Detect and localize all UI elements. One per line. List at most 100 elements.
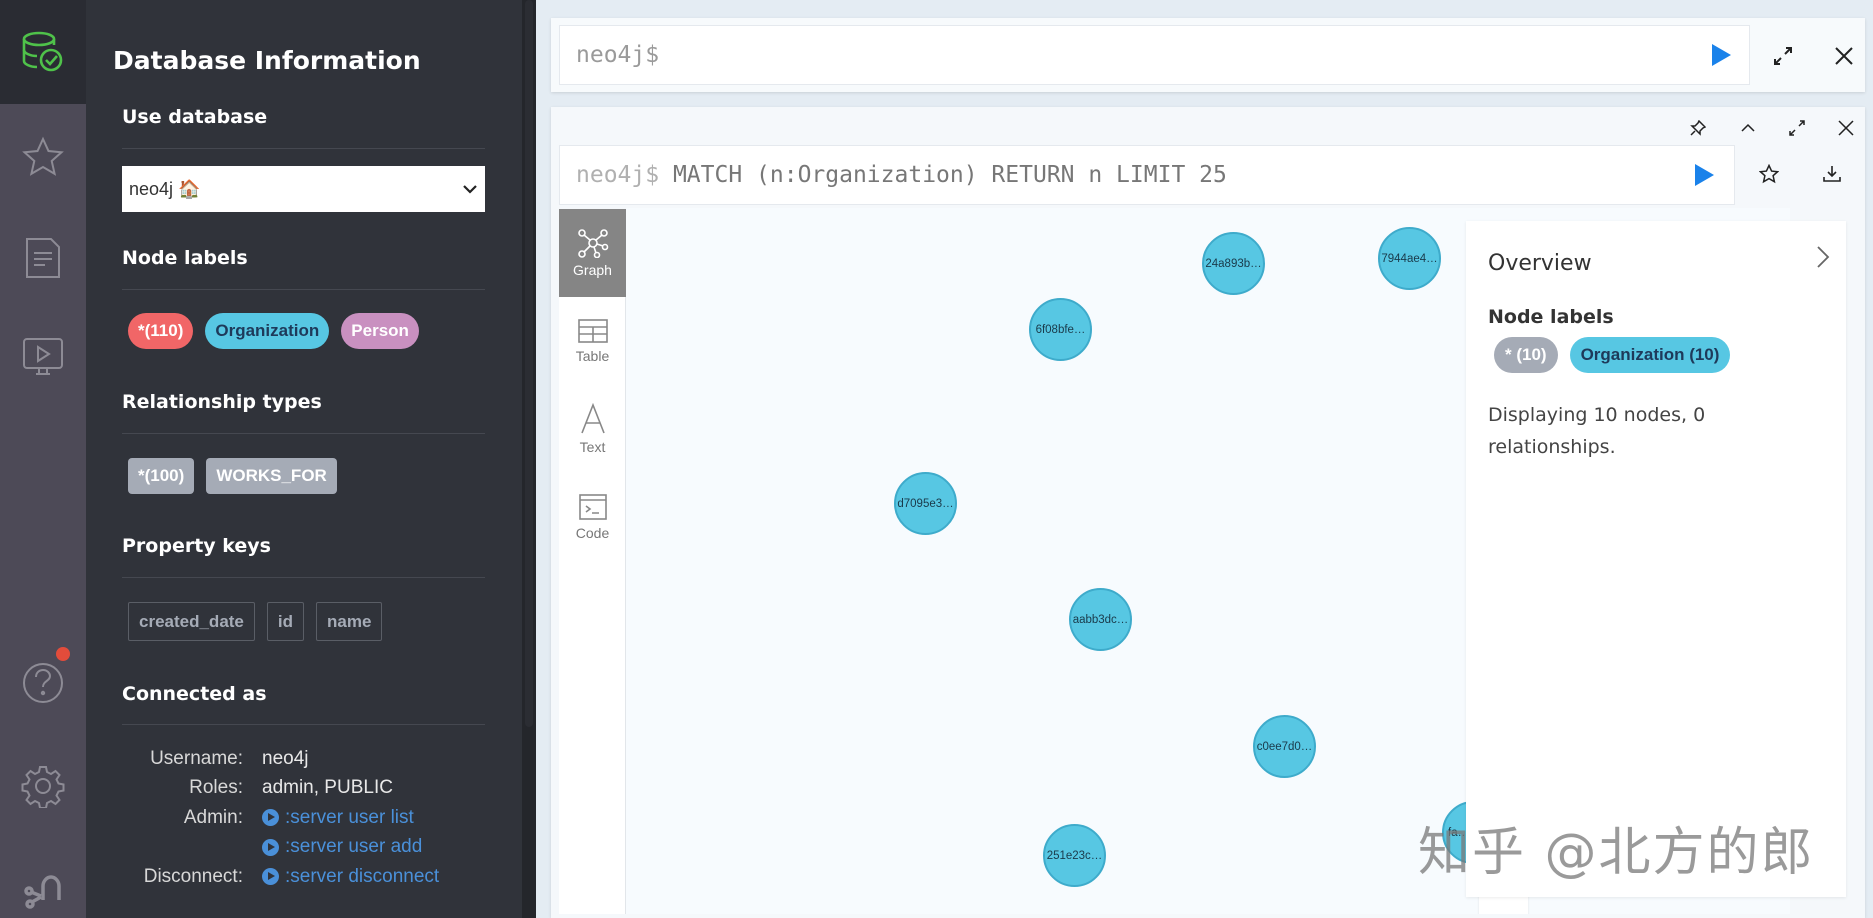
graph-node[interactable]: d7095e3… (894, 472, 957, 535)
overview-node-labels-heading: Node labels (1488, 306, 1614, 328)
relationship-chip-works-for[interactable]: WORKS_FOR (206, 458, 337, 494)
close-icon (1838, 120, 1854, 136)
server-disconnect-link[interactable]: :server disconnect (262, 866, 439, 888)
relationship-type-chips: *(100) WORKS_FOR (128, 458, 337, 494)
nav-item-guides[interactable] (0, 318, 86, 398)
divider (122, 577, 485, 578)
star-icon (22, 136, 64, 176)
admin-label: Admin: (183, 806, 243, 828)
scrollbar-thumb[interactable] (525, 0, 533, 727)
chevron-up-icon (1741, 123, 1755, 132)
node-label-chip-person[interactable]: Person (341, 313, 419, 349)
link-text: :server disconnect (285, 865, 440, 887)
node-label-chip-organization[interactable]: Organization (205, 313, 330, 349)
nav-item-favorites[interactable] (0, 117, 86, 197)
query-editor-input[interactable]: neo4j$ (559, 25, 1750, 85)
collapse-overview-button[interactable] (1816, 245, 1830, 273)
username-label: Username: (150, 747, 243, 769)
property-chip-name[interactable]: name (316, 602, 383, 641)
server-user-list-link[interactable]: :server user list (262, 807, 414, 829)
property-keys-heading: Property keys (122, 535, 271, 557)
link-text: :server user add (285, 836, 423, 858)
close-icon (1835, 47, 1853, 65)
chevron-right-icon (1817, 246, 1830, 268)
expand-icon (1774, 47, 1792, 65)
graph-node[interactable]: aabb3dc… (1069, 588, 1132, 651)
server-user-add-link[interactable]: :server user add (262, 836, 422, 858)
property-key-chips: created_date id name (128, 602, 383, 641)
node-label-chip-all[interactable]: *(110) (128, 313, 194, 349)
tab-table[interactable]: Table (559, 297, 626, 385)
drawer-scrollbar[interactable] (522, 0, 536, 918)
neo4j-logo-icon (24, 875, 61, 909)
expand-icon (1789, 120, 1805, 136)
divider (122, 289, 485, 290)
table-icon (577, 319, 608, 343)
database-info-drawer: Database Information Use database neo4j … (86, 0, 536, 918)
relationship-chip-all[interactable]: *(100) (128, 458, 195, 494)
code-terminal-icon (578, 494, 607, 520)
play-circle-icon (262, 868, 279, 886)
chevron-down-icon (463, 185, 477, 194)
username-value: neo4j (262, 747, 309, 769)
close-editor-button[interactable] (1831, 43, 1857, 69)
connection-info: Username: neo4j Roles: admin, PUBLIC Admin… (122, 744, 502, 892)
nav-item-help[interactable] (0, 643, 86, 723)
overview-chip-all[interactable]: * (10) (1494, 337, 1558, 373)
tab-graph[interactable]: Graph (559, 209, 626, 297)
tab-label: Table (575, 348, 610, 364)
divider (122, 724, 485, 725)
overview-description: Displaying 10 nodes, 0 relationships. (1488, 404, 1706, 458)
tab-label: Code (575, 525, 610, 541)
monitor-play-icon (23, 338, 63, 375)
star-icon (1759, 164, 1779, 184)
collapse-frame-button[interactable] (1737, 117, 1759, 139)
graph-node[interactable]: 6f08bfe… (1029, 298, 1092, 361)
export-button[interactable] (1819, 161, 1845, 187)
notification-badge (56, 647, 70, 661)
node-labels-heading: Node labels (122, 247, 248, 269)
overview-title: Overview (1488, 251, 1592, 276)
graph-node[interactable]: 251e23c… (1043, 824, 1106, 887)
icon-nav (0, 0, 86, 918)
editor-prompt: neo4j$ (576, 42, 660, 68)
graph-node[interactable]: c0ee7d0… (1253, 715, 1316, 778)
text-icon (580, 403, 605, 434)
nav-item-database[interactable] (0, 0, 86, 104)
frame-query-input[interactable]: neo4j$ MATCH (n:Organization) RETURN n L… (559, 145, 1735, 205)
database-select-value: neo4j 🏠 (129, 178, 201, 199)
view-mode-tabs: Graph Table Text Code (559, 209, 626, 914)
overview-chip-organization[interactable]: Organization (10) (1569, 337, 1731, 373)
favorite-query-button[interactable] (1756, 161, 1782, 187)
nav-item-about[interactable] (0, 848, 86, 918)
roles-label: Roles: (189, 777, 243, 799)
help-icon (23, 663, 63, 703)
relationship-types-heading: Relationship types (122, 391, 322, 413)
rerun-query-button[interactable] (1695, 164, 1714, 186)
roles-value: admin, PUBLIC (262, 777, 393, 799)
property-chip-created-date[interactable]: created_date (128, 602, 255, 641)
fullscreen-frame-button[interactable] (1786, 117, 1808, 139)
graph-node[interactable]: 24a893b… (1202, 232, 1265, 295)
nav-item-documents[interactable] (0, 218, 86, 298)
nav-item-settings[interactable] (0, 746, 86, 826)
close-frame-button[interactable] (1835, 117, 1857, 139)
pin-frame-button[interactable] (1687, 117, 1709, 139)
connected-as-heading: Connected as (122, 683, 267, 705)
tab-code[interactable]: Code (559, 473, 626, 561)
graph-node[interactable]: 7944ae4… (1378, 227, 1441, 290)
fullscreen-editor-button[interactable] (1770, 43, 1796, 69)
frame-prompt: neo4j$ (576, 162, 660, 188)
overview-panel: Overview Node labels * (10) Organization… (1466, 221, 1846, 897)
frame-query-text: MATCH (n:Organization) RETURN n LIMIT 25 (659, 162, 1227, 188)
tab-text[interactable]: Text (559, 385, 626, 473)
run-query-button[interactable] (1712, 44, 1731, 66)
property-chip-id[interactable]: id (266, 602, 304, 641)
overview-label-chips: * (10) Organization (10) (1494, 337, 1731, 373)
divider (122, 148, 485, 149)
graph-icon (577, 229, 608, 258)
result-frame: neo4j$ MATCH (n:Organization) RETURN n L… (551, 107, 1865, 918)
divider (122, 433, 485, 434)
database-select[interactable]: neo4j 🏠 (122, 166, 485, 212)
